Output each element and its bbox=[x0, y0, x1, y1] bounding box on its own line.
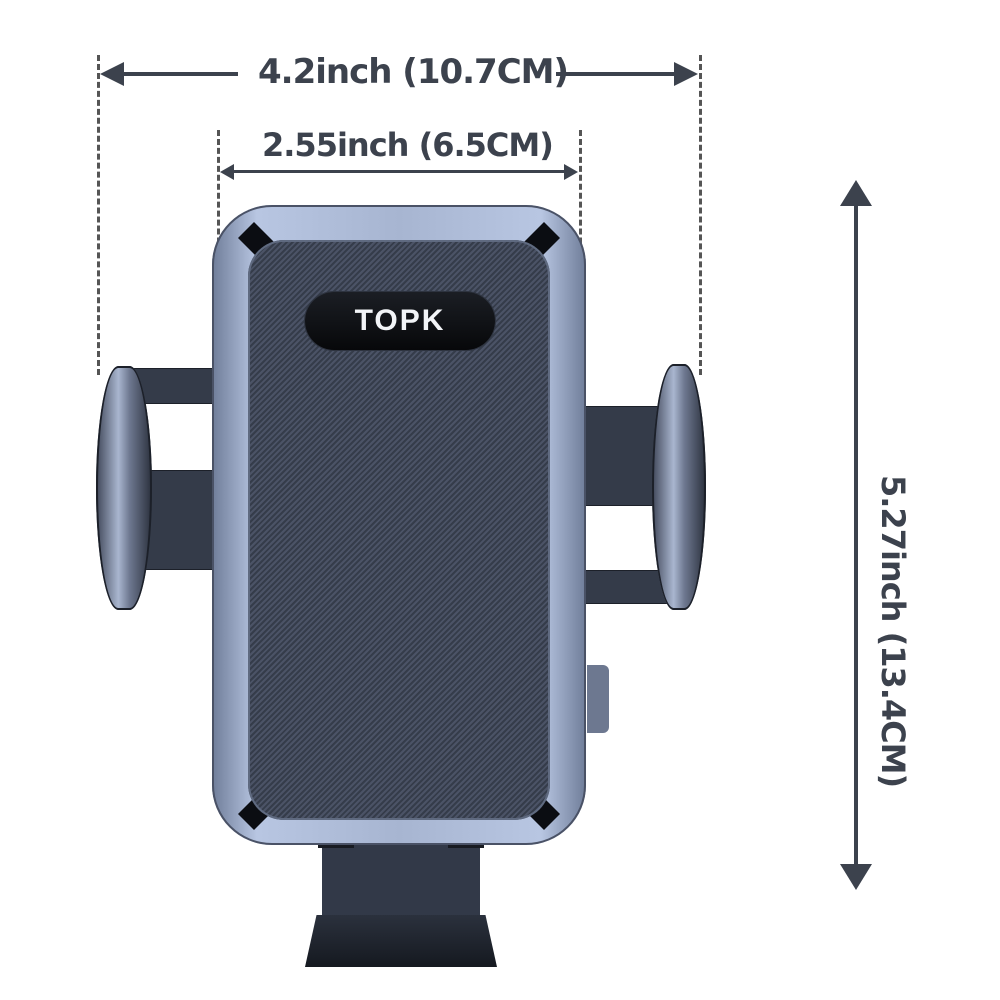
left-grip bbox=[96, 366, 152, 610]
height-arrow-down-icon bbox=[840, 864, 872, 890]
outer-width-line-left bbox=[120, 72, 238, 76]
outer-width-arrow-right-icon bbox=[674, 62, 698, 86]
height-label: 5.27inch (13.4CM) bbox=[874, 475, 912, 788]
brand-logo: TOPK bbox=[354, 304, 446, 337]
outer-width-guide-right bbox=[699, 55, 702, 375]
inner-width-label: 2.55inch (6.5CM) bbox=[262, 126, 554, 164]
height-line bbox=[854, 200, 858, 870]
release-button bbox=[587, 665, 609, 733]
right-grip bbox=[652, 364, 706, 610]
outer-width-guide-left bbox=[97, 55, 100, 375]
base-foot bbox=[305, 915, 497, 967]
inner-width-arrow-left-icon bbox=[220, 164, 234, 180]
inner-width-arrow-right-icon bbox=[564, 164, 578, 180]
inner-width-line bbox=[232, 170, 566, 173]
logo-badge bbox=[305, 292, 495, 350]
outer-width-label: 4.2inch (10.7CM) bbox=[258, 52, 569, 92]
outer-width-line-right bbox=[556, 72, 678, 76]
